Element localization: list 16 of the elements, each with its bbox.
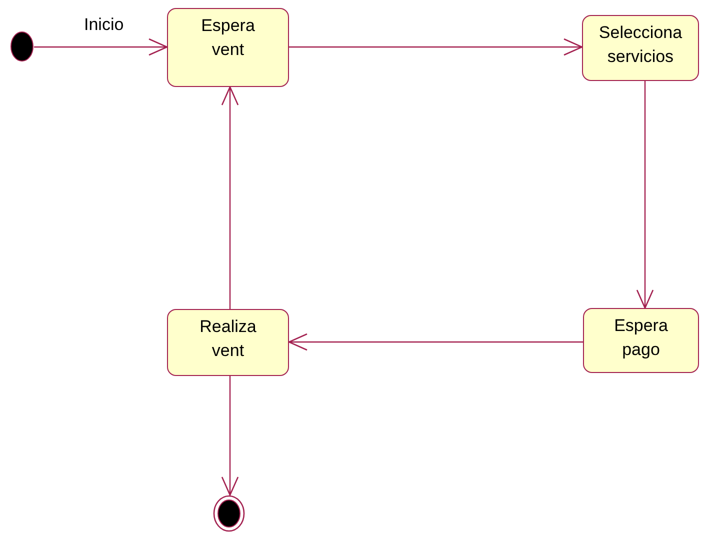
state-name: Espera pago — [614, 315, 668, 361]
state-box — [167, 8, 289, 87]
transition-arrow — [34, 38, 168, 56]
initial-state-symbol — [10, 31, 34, 62]
state-name: Espera vent — [201, 15, 255, 61]
state-box — [582, 15, 699, 81]
state-name: Realiza vent — [200, 316, 256, 362]
state-name: Selecciona servicios — [598, 22, 682, 68]
transition-arrow — [636, 81, 654, 309]
transition-arrow — [289, 38, 583, 56]
final-state-symbol — [213, 495, 245, 532]
transition-arrow — [221, 86, 239, 309]
transition-arrow — [288, 333, 583, 351]
transition-arrow — [221, 376, 239, 496]
state-box — [167, 309, 289, 376]
state-box — [583, 308, 699, 373]
